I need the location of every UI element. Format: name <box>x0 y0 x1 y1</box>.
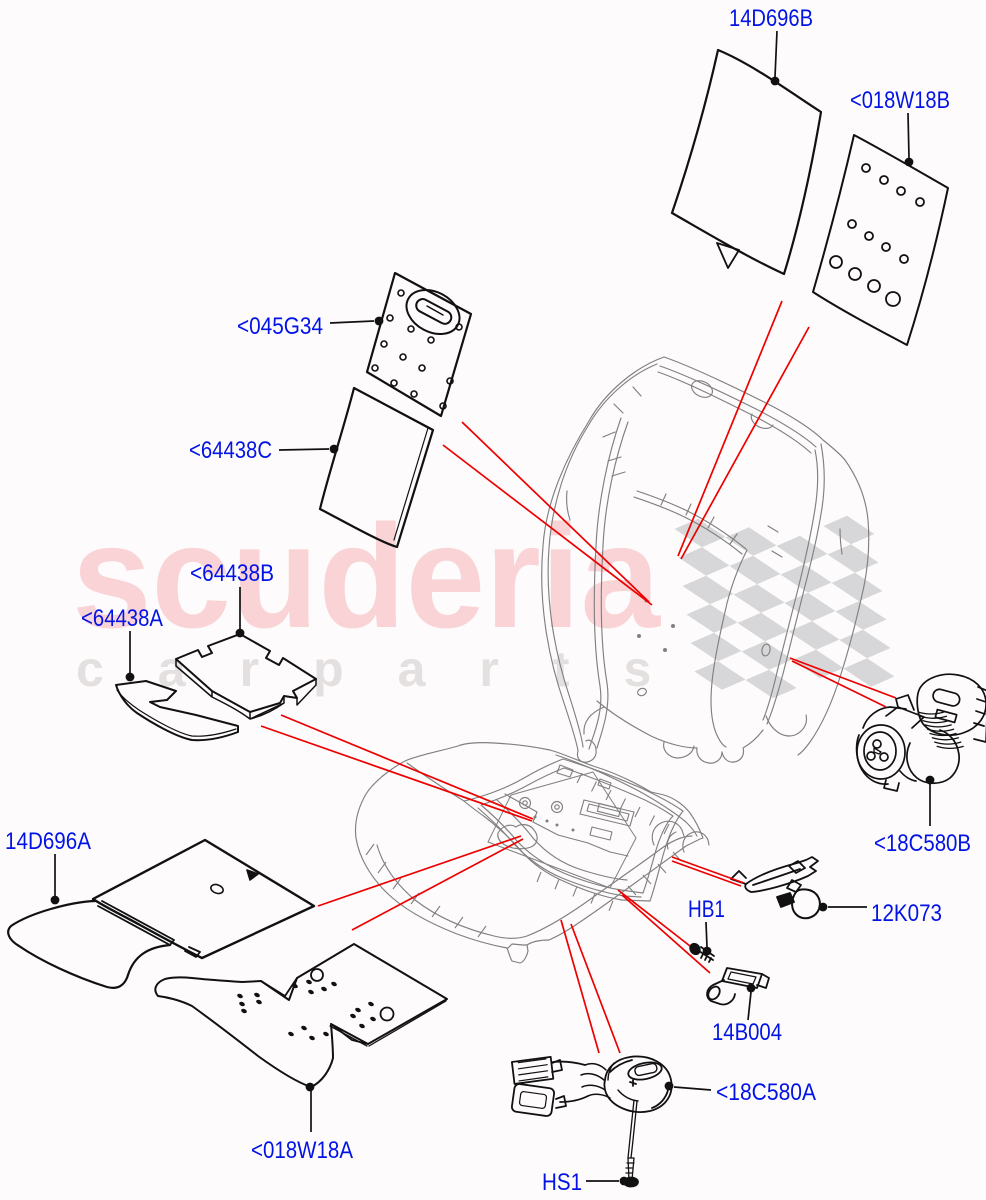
svg-text:<64438C: <64438C <box>189 437 272 464</box>
svg-text:14D696A: 14D696A <box>5 828 91 855</box>
svg-text:carparts: carparts <box>76 641 705 697</box>
svg-text:<018W18B: <018W18B <box>850 87 950 114</box>
svg-text:<64438A: <64438A <box>81 605 163 632</box>
svg-text:<018W18A: <018W18A <box>251 1137 353 1164</box>
svg-text:12K073: 12K073 <box>871 900 942 927</box>
svg-text:HB1: HB1 <box>688 896 725 923</box>
svg-text:14B004: 14B004 <box>712 1019 782 1046</box>
svg-text:<64438B: <64438B <box>190 560 274 587</box>
svg-text:14D696B: 14D696B <box>729 5 813 32</box>
svg-text:scuderia: scuderia <box>72 495 661 659</box>
svg-text:<045G34: <045G34 <box>237 313 323 340</box>
svg-text:<18C580B: <18C580B <box>874 830 971 857</box>
svg-text:HS1: HS1 <box>542 1169 582 1196</box>
svg-text:<18C580A: <18C580A <box>716 1079 816 1106</box>
